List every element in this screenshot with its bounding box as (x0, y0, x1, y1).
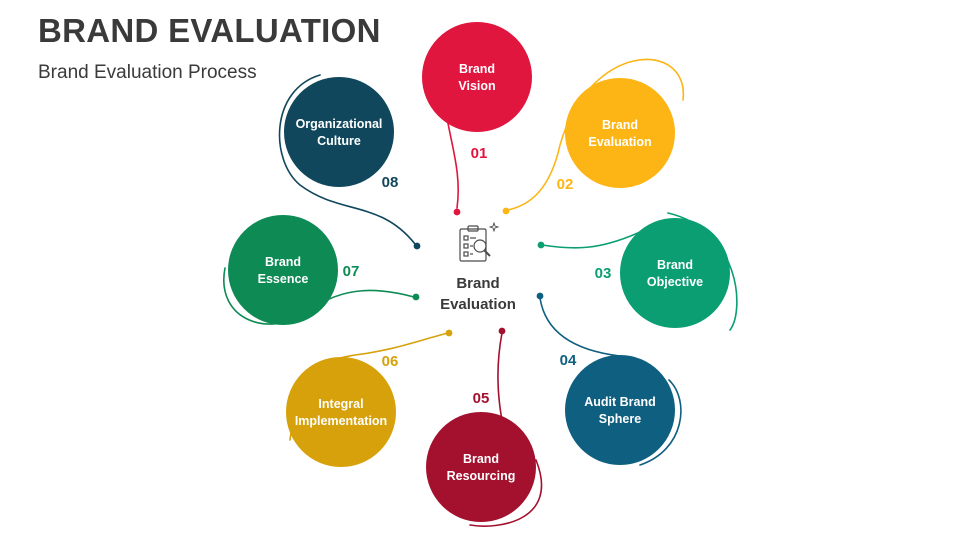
connector-dot-6 (445, 329, 453, 337)
step-circle-1 (422, 22, 532, 132)
center-hub: Brand Evaluation (440, 221, 516, 313)
connector-dot-5 (498, 327, 506, 335)
step-label-4-line-1: Audit Brand (584, 395, 656, 409)
connector-curve-8 (278, 74, 416, 245)
step-number-3: 03 (595, 265, 612, 282)
connector-dot-2 (502, 207, 510, 215)
step-label-8-line-1: Organizational (296, 117, 383, 131)
connector-dot-4 (536, 292, 544, 300)
center-label-line-2: Evaluation (440, 296, 516, 313)
checklist-magnifier-icon (459, 221, 500, 262)
step-label-7-line-2: Essence (258, 272, 309, 286)
step-label-3-line-1: Brand (657, 258, 693, 272)
step-label-4-line-2: Sphere (599, 412, 641, 426)
step-label-1-line-1: Brand (459, 62, 495, 76)
step-circle-2 (565, 78, 675, 188)
step-circle-4 (565, 355, 675, 465)
step-label-8-line-2: Culture (317, 134, 361, 148)
step-label-1-line-2: Vision (458, 79, 495, 93)
page-subtitle: Brand Evaluation Process (38, 62, 257, 83)
page-title: BRAND EVALUATION (38, 12, 381, 49)
step-circle-6 (286, 357, 396, 467)
step-label-2-line-2: Evaluation (588, 135, 651, 149)
step-number-2: 02 (557, 176, 574, 193)
step-label-5-line-1: Brand (463, 452, 499, 466)
connector-dot-3 (537, 241, 545, 249)
step-label-2-line-1: Brand (602, 118, 638, 132)
step-label-5-line-2: Resourcing (447, 469, 516, 483)
step-label-6-line-1: Integral (318, 397, 363, 411)
step-number-7: 07 (343, 263, 360, 280)
connector-curve-4 (539, 297, 682, 466)
step-number-1: 01 (471, 145, 488, 162)
step-label-3-line-2: Objective (647, 275, 703, 289)
center-label-line-1: Brand (456, 275, 499, 292)
step-number-8: 08 (382, 174, 399, 191)
step-number-4: 04 (560, 352, 577, 369)
step-circle-3 (620, 218, 730, 328)
step-circle-5 (426, 412, 536, 522)
step-number-6: 06 (382, 353, 399, 370)
step-label-6-line-2: Implementation (295, 414, 387, 428)
step-circle-8 (284, 77, 394, 187)
step-number-5: 05 (473, 390, 490, 407)
connector-dot-1 (453, 208, 461, 216)
step-circle-7 (228, 215, 338, 325)
step-label-7-line-1: Brand (265, 255, 301, 269)
connector-dot-8 (413, 242, 421, 250)
step-nodes: BrandVision01BrandEvaluation02BrandObjec… (228, 22, 730, 522)
connector-dot-7 (412, 293, 420, 301)
